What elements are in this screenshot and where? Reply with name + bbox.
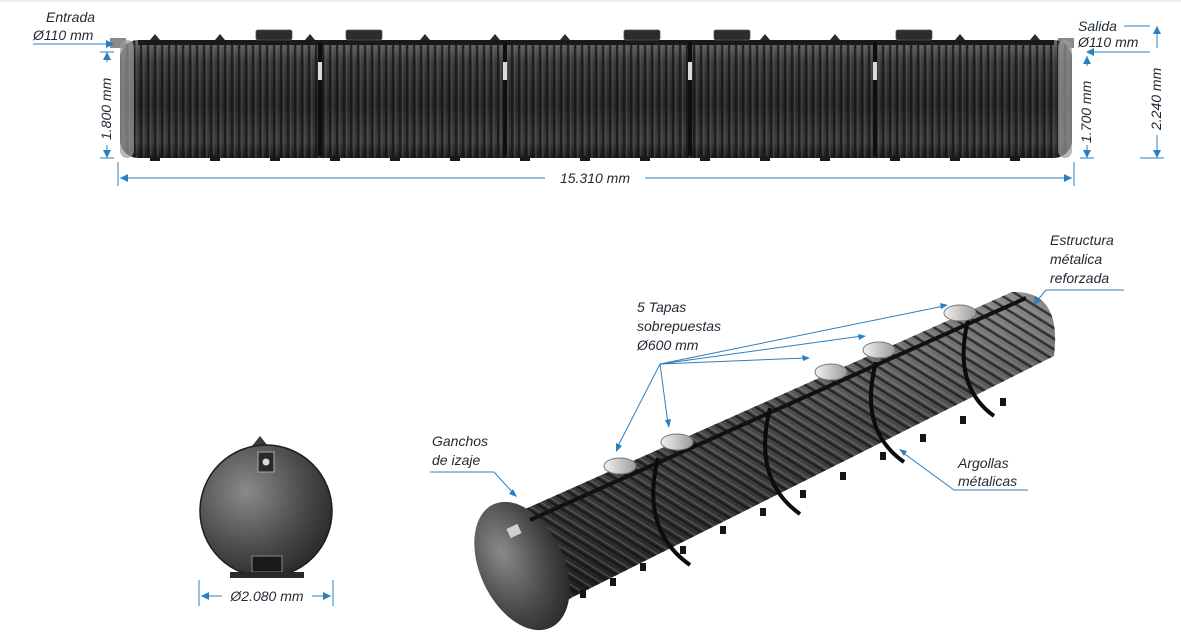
left-height-dimension: 1.800 mm	[98, 51, 114, 159]
total-height-label: 2.240 mm	[1148, 67, 1164, 131]
length-label: 15.310 mm	[560, 170, 630, 186]
structure-label-line2: métalica	[1050, 251, 1102, 267]
right-height-dimension: 1.700 mm	[1078, 56, 1094, 159]
rings-callout: Argollas métalicas	[899, 449, 1028, 491]
side-bottom-feet	[150, 156, 1020, 161]
side-segment-joints	[318, 42, 877, 156]
top-divider	[0, 0, 1181, 2]
covers-label-line1: 5 Tapas	[637, 299, 686, 315]
rings-label-line1: Argollas	[957, 455, 1009, 471]
side-manhole-covers	[255, 29, 933, 41]
side-top-rail	[138, 40, 1054, 45]
end-view-tank	[199, 436, 333, 578]
inlet-pipe-stub	[110, 38, 126, 48]
length-dimension: 15.310 mm	[117, 162, 1075, 186]
iso-manhole-covers	[603, 304, 977, 475]
iso-segment-joints	[651, 319, 996, 567]
covers-callout: 5 Tapas sobrepuestas Ø600 mm	[616, 299, 948, 452]
side-view-tank	[110, 29, 1074, 161]
iso-inlet-fitting	[506, 523, 522, 539]
outlet-diameter-label: Ø110 mm	[1077, 34, 1139, 50]
end-view-base-support	[251, 555, 283, 573]
inlet-title: Entrada	[46, 9, 95, 25]
total-height-dimension: 2.240 mm	[1140, 26, 1164, 159]
side-tank-ribs	[120, 40, 1072, 158]
right-height-label: 1.700 mm	[1078, 80, 1094, 143]
structure-callout: Estructura métalica reforzada	[1034, 232, 1124, 305]
side-tank-right-end	[1058, 40, 1072, 158]
hooks-label-line2: de izaje	[432, 452, 480, 468]
outlet-title: Salida	[1078, 18, 1117, 34]
hooks-label-line1: Ganchos	[432, 433, 488, 449]
side-top-hooks	[150, 34, 1040, 40]
isometric-tank	[474, 291, 1056, 631]
end-view-top-hook	[252, 436, 268, 446]
iso-bottom-rings	[580, 398, 1006, 598]
structure-label-line3: reforzada	[1050, 270, 1109, 286]
end-view-circle	[200, 445, 332, 577]
iso-front-end-cap	[474, 501, 570, 631]
iso-tank-ribs	[501, 291, 1056, 606]
hooks-callout: Ganchos de izaje	[430, 433, 517, 497]
structure-label-line1: Estructura	[1050, 232, 1114, 248]
inlet-callout: Entrada Ø110 mm	[32, 9, 114, 48]
iso-top-rail	[529, 296, 1027, 522]
left-height-label: 1.800 mm	[98, 77, 114, 140]
covers-label-line2: sobrepuestas	[637, 318, 721, 334]
outlet-callout: Salida Ø110 mm	[1077, 18, 1150, 56]
side-joint-highlights	[318, 62, 877, 80]
inlet-diameter-label: Ø110 mm	[32, 27, 94, 43]
end-diameter-label: Ø2.080 mm	[229, 588, 303, 604]
covers-label-line3: Ø600 mm	[636, 337, 699, 353]
side-tank-left-end	[120, 40, 134, 158]
end-diameter-dimension: Ø2.080 mm	[198, 580, 334, 606]
rings-label-line2: métalicas	[958, 473, 1017, 489]
